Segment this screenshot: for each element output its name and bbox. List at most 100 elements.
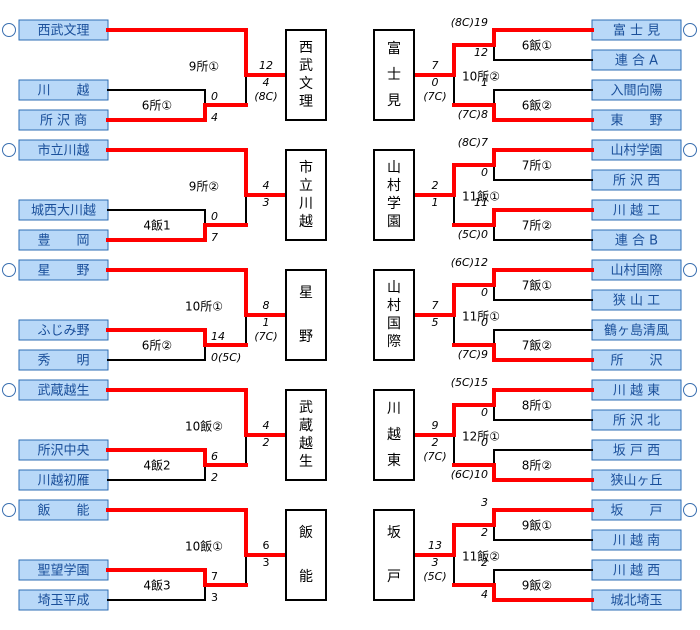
seed-circle-icon <box>683 503 697 517</box>
seed-circle-icon <box>683 23 697 37</box>
game-label: 4飯2 <box>143 458 170 473</box>
block-winner-char: 西 <box>299 40 313 56</box>
bracket-line <box>106 148 248 197</box>
block-winner-char: 野 <box>299 329 313 345</box>
block-winner-box <box>285 149 327 241</box>
score-label: 0 <box>211 90 218 103</box>
team-name: 山村学園 <box>610 143 662 159</box>
score-label: 2 <box>481 526 488 539</box>
score-label: 2 <box>432 179 439 192</box>
team-name: 飯 能 <box>37 504 89 519</box>
bracket-line-win <box>412 403 496 437</box>
bracket-line <box>493 404 593 421</box>
team-name: 城西大川越 <box>31 204 96 219</box>
team-name: 所 沢 <box>610 354 662 369</box>
team-name: 所 沢 商 <box>40 114 87 129</box>
team-name: 星 野 <box>37 264 89 279</box>
game-label: 9飯① <box>522 518 552 533</box>
bracket-line-win <box>452 343 594 362</box>
score-label: 14 <box>211 330 225 343</box>
bracket-line-win <box>412 283 496 317</box>
bracket-line <box>493 44 593 61</box>
team-name: 東 野 <box>610 113 662 129</box>
bracket-line <box>493 284 593 301</box>
score-label: 6 <box>263 539 270 552</box>
score-label: 0 <box>481 286 488 299</box>
game-label: 7飯② <box>522 338 552 353</box>
score-label: 2 <box>432 436 439 449</box>
bracket-line-win <box>452 583 594 602</box>
block-winner-char: 文 <box>299 76 313 92</box>
team-name: 入間向陽 <box>610 83 662 99</box>
score-label: (8C)19 <box>451 16 488 29</box>
score-label: 6 <box>211 450 218 463</box>
block-winner-char: 国 <box>387 316 401 332</box>
game-label: 8所② <box>522 459 552 473</box>
block-winner-box <box>373 269 415 361</box>
block-winner-char: 富 <box>387 40 401 57</box>
team-name: 城北埼玉 <box>610 594 662 609</box>
score-label: 2 <box>211 471 218 484</box>
score-label: 4 <box>263 76 270 89</box>
bracket-line <box>493 329 593 346</box>
block-winner-char: 越 <box>387 427 401 443</box>
seed-circle-icon <box>2 263 16 277</box>
score-label: 0 <box>432 76 439 89</box>
team-name: ふじみ野 <box>37 324 89 339</box>
game-label: 7飯① <box>522 278 552 293</box>
game-label: 12所① <box>462 430 500 444</box>
block-winner-box <box>373 149 415 241</box>
game-label: 10所① <box>185 300 223 314</box>
bracket-line-win <box>412 523 496 557</box>
block-winner-box <box>373 389 415 481</box>
block-winner-char: 飯 <box>299 524 313 541</box>
game-label: 10所② <box>462 70 500 84</box>
score-label: 2 <box>481 556 488 569</box>
score-label: 0 <box>481 436 488 449</box>
score-label: (7C)9 <box>458 348 488 361</box>
score-label: 1 <box>432 196 439 209</box>
bracket-line <box>107 584 206 601</box>
block-winner-char: 蔵 <box>299 418 313 434</box>
bracket-line <box>107 209 206 226</box>
bracket-line-win <box>412 43 496 77</box>
block-winner-box <box>285 509 327 601</box>
game-label: 7所① <box>522 159 552 173</box>
game-label: 11飯② <box>462 549 500 564</box>
seed-circle-icon <box>2 143 16 157</box>
bracket-line <box>107 344 206 361</box>
team-name: 川 越 西 <box>613 564 660 579</box>
block-winner-char: 園 <box>387 214 401 230</box>
team-name: 連 合 B <box>615 234 658 249</box>
block-winner-char: 見 <box>387 93 401 109</box>
game-label: 10飯① <box>185 539 223 554</box>
score-label: 8 <box>263 299 270 312</box>
team-name: 川 越 東 <box>613 383 660 399</box>
score-label: (5C)15 <box>451 376 488 389</box>
game-label: 6所① <box>142 99 172 113</box>
bracket-line-win <box>452 463 594 482</box>
block-winner-char: 東 <box>387 453 401 469</box>
score-label: 7 <box>211 570 218 583</box>
score-label: 3 <box>211 591 218 604</box>
game-label: 6飯② <box>522 98 552 113</box>
team-name: 坂 戸 西 <box>613 444 660 459</box>
bracket-line-win <box>106 268 288 317</box>
bracket-line-win <box>452 103 594 122</box>
block-winner-box <box>285 389 327 481</box>
team-name: 市立川越 <box>37 143 89 159</box>
block-winner-char: 武 <box>299 58 313 74</box>
score-label: 13 <box>428 539 442 552</box>
game-label: 7所② <box>522 219 552 233</box>
block-winner-char: 武 <box>299 400 313 416</box>
score-label: 5 <box>432 316 439 329</box>
bracket-line-win <box>106 28 288 77</box>
block-winner-char: 能 <box>299 569 313 585</box>
score-label: 0(5C) <box>211 351 241 364</box>
block-winner-char: 坂 <box>387 525 401 541</box>
bracket-line-win <box>106 328 248 347</box>
bracket-line-win <box>106 103 248 122</box>
seed-circle-icon <box>683 383 697 397</box>
bracket-line-win <box>106 223 248 242</box>
team-name: 秀 明 <box>37 354 89 369</box>
